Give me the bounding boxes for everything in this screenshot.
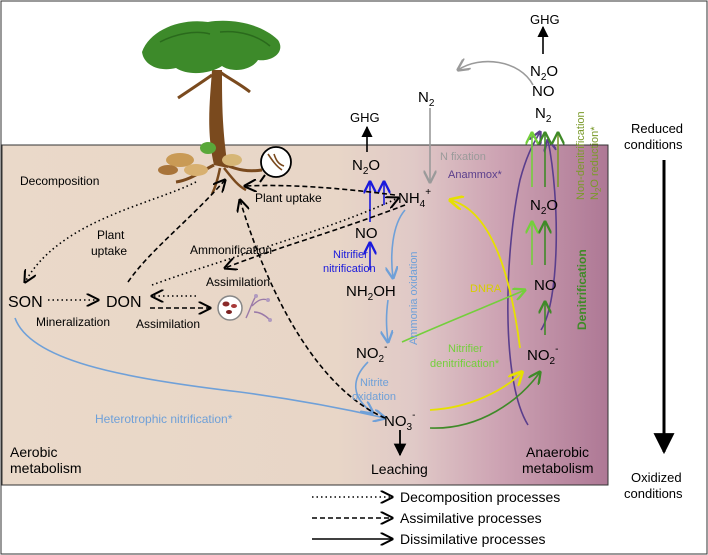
root-magnifier-icon <box>259 146 292 183</box>
arrow-nh4-to-nh2oh <box>392 209 406 278</box>
assimilation-upper-label: Assimilation <box>206 275 270 289</box>
arrow-decomposition <box>25 181 197 282</box>
no-top-label: NO <box>532 83 555 100</box>
nitrifier-denitrification-label-1: Nitrifier <box>448 343 483 355</box>
arrow-no3-to-no2-yellow <box>429 372 522 411</box>
oxidized-label-1: Oxidized <box>631 470 682 485</box>
aerobic-label-1: Aerobic <box>10 444 57 460</box>
arrow-no2-to-n2-purple <box>540 140 558 331</box>
n2-top-label: N2 <box>535 105 552 125</box>
anaerobic-label-2: metabolism <box>522 460 594 476</box>
arrow-nitrifier-denit <box>401 290 525 343</box>
no2-mid-label: NO2- <box>356 342 387 365</box>
legend-assimilative-label: Assimilative processes <box>400 510 542 526</box>
soil-region <box>1 144 609 486</box>
no-right-label: NO <box>534 277 557 294</box>
plant-uptake-right-label: Plant uptake <box>255 191 322 205</box>
n-fixation-label: N fixation <box>440 151 486 163</box>
n2-air-label: N2 <box>418 89 435 109</box>
nitrite-oxidation-label-1: Nitrite <box>360 377 389 389</box>
no2-right-label: NO2- <box>527 344 558 367</box>
n2o-right-label: N2O <box>530 197 558 217</box>
arrow-n-fixation <box>458 62 534 86</box>
leaching-label: Leaching <box>371 461 428 477</box>
no-left-label: NO <box>355 225 378 242</box>
non-denit-label-1: Non-denitrification <box>575 111 587 200</box>
ghg-left-label: GHG <box>350 110 380 125</box>
oxidized-label-2: conditions <box>624 486 683 501</box>
arrow-dnra <box>450 200 521 349</box>
no3-label: NO3- <box>384 410 415 433</box>
reduced-label-2: conditions <box>624 137 683 152</box>
aerobic-label-2: metabolism <box>10 460 82 476</box>
anammox-label: Anammox* <box>448 169 503 181</box>
legend-dissimilative-label: Dissimilative processes <box>400 531 545 547</box>
arrow-assimilation-upper <box>225 204 406 268</box>
fungi-icon <box>245 294 272 322</box>
ghg-top-label: GHG <box>530 12 560 27</box>
non-denit-label-2: N2O reduction* <box>589 126 603 200</box>
anaerobic-label-1: Anaerobic <box>526 444 589 460</box>
arrow-heterotrophic <box>14 317 385 418</box>
nitrifier-denitrification-label-2: denitrification* <box>430 358 500 370</box>
son-label: SON <box>8 294 43 311</box>
nitrifier-nitrification-label-1: Nitrifier <box>333 249 368 261</box>
labels-layer: GHG N2O NO N2 N2 Reduced conditions Oxid… <box>8 12 683 501</box>
nh4-label: NH4+ <box>398 187 431 210</box>
nh2oh-label: NH2OH <box>346 283 396 303</box>
decomposition-label: Decomposition <box>20 174 99 188</box>
arrow-plant-uptake-right <box>245 185 396 196</box>
plant-uptake-left-label-2: uptake <box>91 244 127 258</box>
nitrifier-nitrification-label-2: nitrification <box>323 263 376 275</box>
assimilation-lower-label: Assimilation <box>136 317 200 331</box>
arrow-plant-uptake-no3 <box>240 200 386 419</box>
n2o-top-label: N2O <box>530 63 558 83</box>
arrow-plant-uptake-left <box>127 180 225 283</box>
microbe-magnifier-icon <box>217 295 243 321</box>
legend: Decomposition processes Assimilative pro… <box>312 489 560 547</box>
arrow-nh2oh-to-no2 <box>387 299 389 342</box>
denitrification-label: Denitrification <box>575 249 589 330</box>
ammonification-label: Ammonification <box>190 243 272 257</box>
n2o-left-label: N2O <box>352 157 380 177</box>
don-label: DON <box>106 294 142 311</box>
plant-uptake-left-label-1: Plant <box>97 228 125 242</box>
legend-decomposition-label: Decomposition processes <box>400 489 560 505</box>
leaf-litter-icon <box>158 142 242 176</box>
arrow-ammonification <box>151 198 398 286</box>
reduced-label-1: Reduced <box>631 121 683 136</box>
nitrite-oxidation-label-2: oxidation <box>352 391 396 403</box>
arrows-layer <box>14 25 675 457</box>
dnra-label: DNRA <box>470 283 502 295</box>
heterotrophic-label: Heterotrophic nitrification* <box>95 412 233 426</box>
arrow-no3-to-no2-green <box>429 372 540 429</box>
mineralization-label: Mineralization <box>36 315 110 329</box>
ammonia-oxidation-label: Ammonia oxidation <box>408 251 420 345</box>
